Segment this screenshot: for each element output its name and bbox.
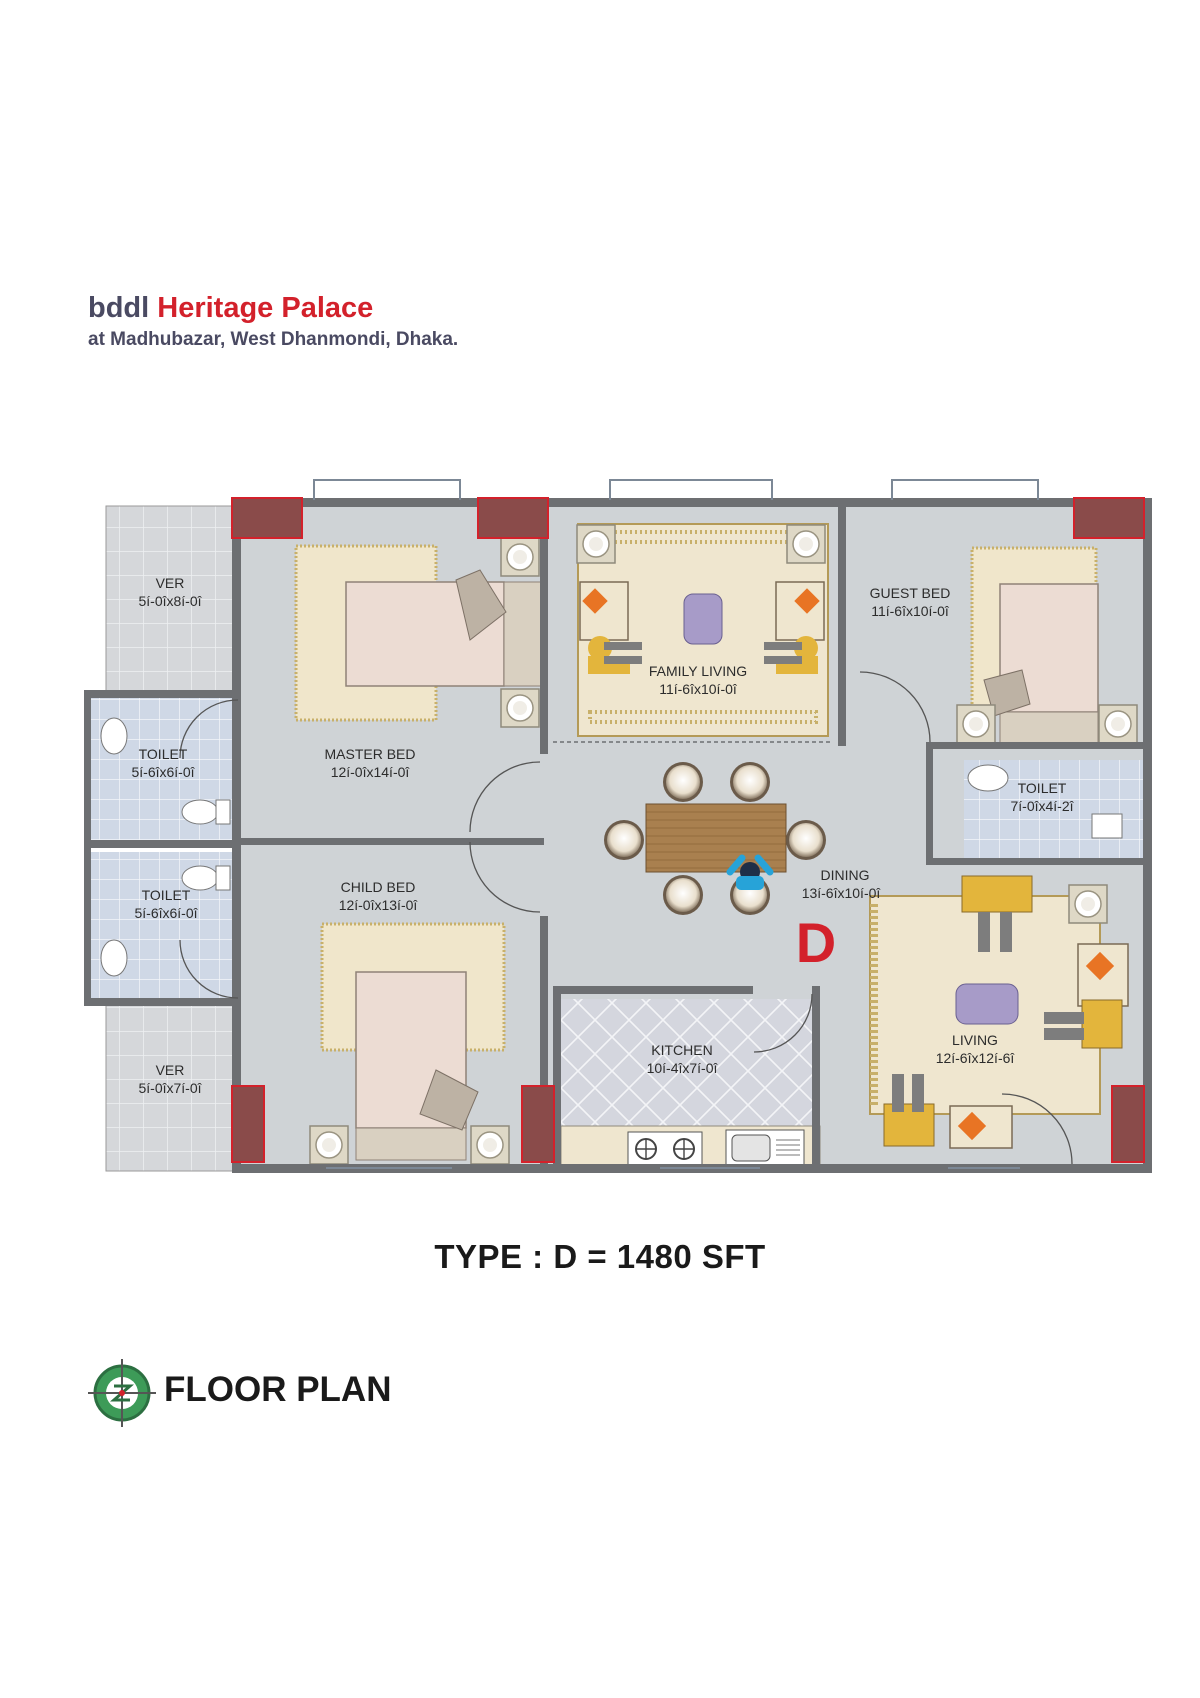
columns [231,497,1145,1163]
verandah-bottom [105,1002,235,1172]
dining-dim: 13í-6îx10í-0î [802,885,882,901]
living-dim: 12í-6îx12í-6î [936,1050,1016,1066]
doors [179,671,1073,1165]
ver-bottom-name: VER [156,1062,185,1078]
toilet-left-top-name: TOILET [139,746,188,762]
verandah-top [105,505,235,697]
project-location: at Madhubazar, West Dhanmondi, Dhaka. [88,329,459,350]
kitchen-dim: 10í-4îx7í-0î [647,1060,719,1076]
ver-top-dim: 5í-0îx8í-0î [138,593,202,609]
floor-plan-title: FLOOR PLAN [164,1370,392,1409]
family-living-dim: 11í-6îx10í-0î [659,681,738,697]
family-living-furniture [576,524,826,674]
living-furniture [883,875,1129,1149]
brand-name: bddl [88,292,150,324]
toilet-fixtures [100,717,1123,977]
master-bed-furniture [345,537,543,728]
stove [627,1131,703,1167]
toilet-right-name: TOILET [1018,780,1067,796]
living-name: LIVING [952,1032,998,1048]
guest-bed-dim: 11í-6îx10í-0î [871,603,950,619]
project-name: Heritage Palace [157,292,374,324]
guest-bed-furniture [956,583,1138,745]
master-bed-name: MASTER BED [324,746,415,762]
toilet-left-bottom-name: TOILET [142,887,191,903]
toilet-right-dim: 7í-0îx4í-2î [1010,798,1074,814]
dining-set [604,762,826,915]
dining-name: DINING [821,867,870,883]
child-bed-name: CHILD BED [341,879,416,895]
toilet-left-top-dim: 5í-6îx6í-0î [131,764,195,780]
brand-heading: bddl Heritage Palace [88,292,373,325]
child-bed-dim: 12í-0îx13í-0î [339,897,419,913]
room-labels: VER 5í-0îx8í-0î TOILET 5í-6îx6í-0î TOILE… [131,575,1074,1096]
kitchen-name: KITCHEN [651,1042,712,1058]
kitchen-floor [561,999,820,1131]
unit-type-area: TYPE : D = 1480 SFT [434,1238,766,1275]
family-living-name: FAMILY LIVING [649,663,747,679]
child-bed-furniture [309,971,510,1165]
ver-bottom-dim: 5í-0îx7í-0î [138,1080,202,1096]
master-bed-dim: 12í-0îx14í-0î [331,764,411,780]
unit-type-letter: D [796,911,836,974]
windows [313,479,1039,1169]
ver-top-name: VER [156,575,185,591]
toilet-left-bottom-dim: 5í-6îx6í-0î [134,905,198,921]
north-compass-icon [88,1359,156,1427]
guest-bed-name: GUEST BED [870,585,951,601]
kitchen-sink [725,1129,805,1167]
